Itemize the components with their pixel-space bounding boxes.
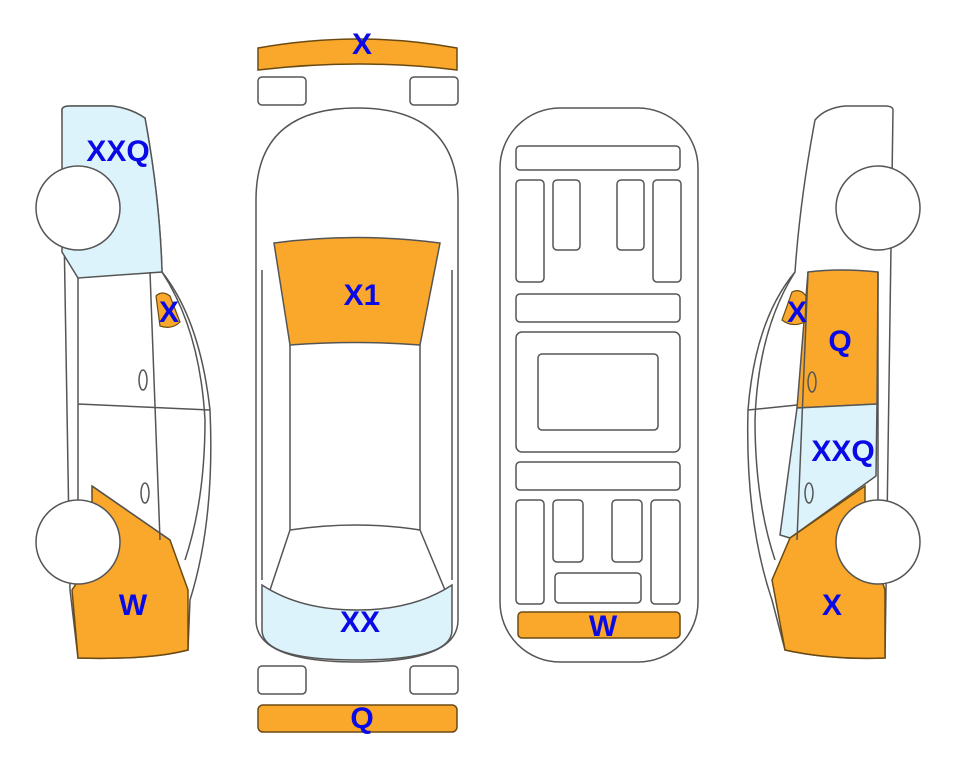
label-left-front-fender: XXQ xyxy=(86,135,149,168)
left-front-wheel-icon xyxy=(35,165,121,251)
label-left-mirror: X xyxy=(159,296,179,329)
underside-part xyxy=(650,499,681,605)
underside-part xyxy=(515,293,681,323)
underside-part xyxy=(554,572,642,604)
label-rear-window: XX xyxy=(340,606,380,639)
underside-part xyxy=(515,461,681,491)
roof-outline xyxy=(261,270,453,591)
underside-part xyxy=(537,353,659,431)
underside-part xyxy=(616,179,645,251)
right-mirror-panel[interactable] xyxy=(781,290,807,326)
underside-part xyxy=(515,179,545,283)
underside-part xyxy=(515,145,681,171)
label-right-rear-quarter: X xyxy=(822,589,842,622)
underside-part xyxy=(611,499,643,563)
label-windshield: X1 xyxy=(344,279,381,312)
left-door-lines xyxy=(77,271,211,561)
right-rear-door-handle-icon xyxy=(804,482,814,504)
underside-part xyxy=(652,179,682,283)
rear-right-light xyxy=(409,665,459,695)
windshield-panel[interactable] xyxy=(273,236,441,346)
right-rear-wheel-icon xyxy=(835,499,921,585)
label-underside-rear: W xyxy=(589,610,618,643)
underside-part xyxy=(515,331,681,453)
front-bumper-panel[interactable] xyxy=(257,38,458,71)
right-front-door-handle-icon xyxy=(807,371,817,393)
underside-rear-panel[interactable] xyxy=(517,611,681,639)
damage-labels: X X1 XX Q W XXQ X W X Q XXQ X xyxy=(86,28,874,735)
rear-left-light xyxy=(257,665,307,695)
right-front-wheel-icon xyxy=(835,165,921,251)
underside-part xyxy=(552,499,584,563)
left-mirror-panel[interactable] xyxy=(155,292,181,328)
left-side-view xyxy=(35,105,212,660)
label-rear-bumper: Q xyxy=(350,702,373,735)
label-right-rear-door: XXQ xyxy=(811,435,874,468)
rear-window-panel[interactable] xyxy=(261,583,453,661)
top-body-outline xyxy=(255,107,459,663)
label-front-bumper: X xyxy=(352,28,372,61)
right-side-view xyxy=(746,105,921,660)
label-right-mirror: X xyxy=(787,296,807,329)
underside-part xyxy=(515,499,545,605)
label-left-rear-quarter: W xyxy=(119,589,148,622)
underside-outline xyxy=(499,107,699,663)
rear-bumper-panel[interactable] xyxy=(257,704,458,733)
left-front-door-handle-icon xyxy=(138,369,148,391)
top-view xyxy=(255,38,459,733)
right-mirror-top xyxy=(409,76,459,106)
left-rear-wheel-icon xyxy=(35,499,121,585)
left-rear-door-handle-icon xyxy=(140,482,150,504)
left-mirror-top xyxy=(257,76,307,106)
right-rear-door-panel[interactable] xyxy=(779,403,878,539)
underside-part xyxy=(552,179,581,251)
right-door-lines xyxy=(747,271,879,561)
label-right-front-door: Q xyxy=(828,325,851,358)
underside-view xyxy=(499,107,699,663)
